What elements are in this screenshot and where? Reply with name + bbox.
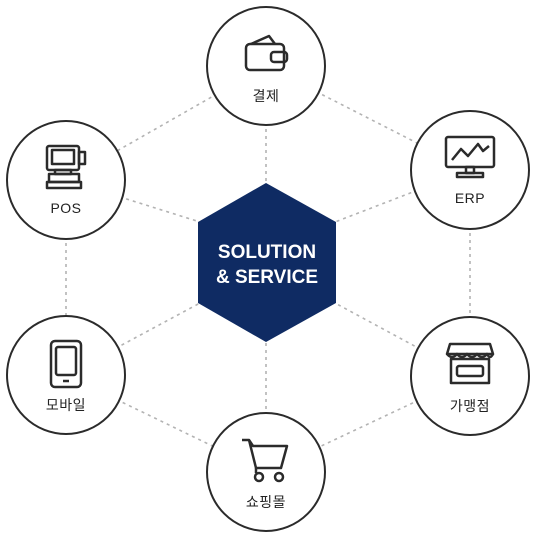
connector-erp-hub — [334, 169, 471, 223]
node-pos-label: POS — [50, 200, 82, 216]
pos-terminal-icon — [41, 144, 91, 195]
node-franchise[interactable]: 가맹점 — [410, 316, 530, 436]
smartphone-icon — [46, 339, 86, 394]
connector-franchise-hub — [334, 302, 471, 377]
node-franchise-label: 가맹점 — [449, 398, 491, 414]
node-payment-label: 결제 — [252, 88, 280, 104]
node-mobile[interactable]: 모바일 — [6, 315, 126, 435]
node-erp[interactable]: ERP — [410, 110, 530, 230]
hub-title-line1: SOLUTION — [217, 242, 317, 263]
hub-title-line2: & SERVICE — [215, 267, 319, 288]
node-erp-label: ERP — [454, 190, 486, 206]
hub-title: SOLUTION & SERVICE — [192, 240, 342, 290]
wallet-icon — [241, 30, 291, 79]
monitor-chart-icon — [443, 134, 497, 185]
storefront-icon — [444, 340, 496, 391]
node-mobile-label: 모바일 — [45, 397, 87, 413]
connector-mobile-hub — [65, 302, 201, 376]
node-payment[interactable]: 결제 — [206, 6, 326, 126]
node-shopping[interactable]: 쇼핑몰 — [206, 412, 326, 532]
node-shopping-label: 쇼핑몰 — [245, 494, 287, 510]
node-pos[interactable]: POS — [6, 120, 126, 240]
shopping-cart-icon — [239, 436, 293, 489]
